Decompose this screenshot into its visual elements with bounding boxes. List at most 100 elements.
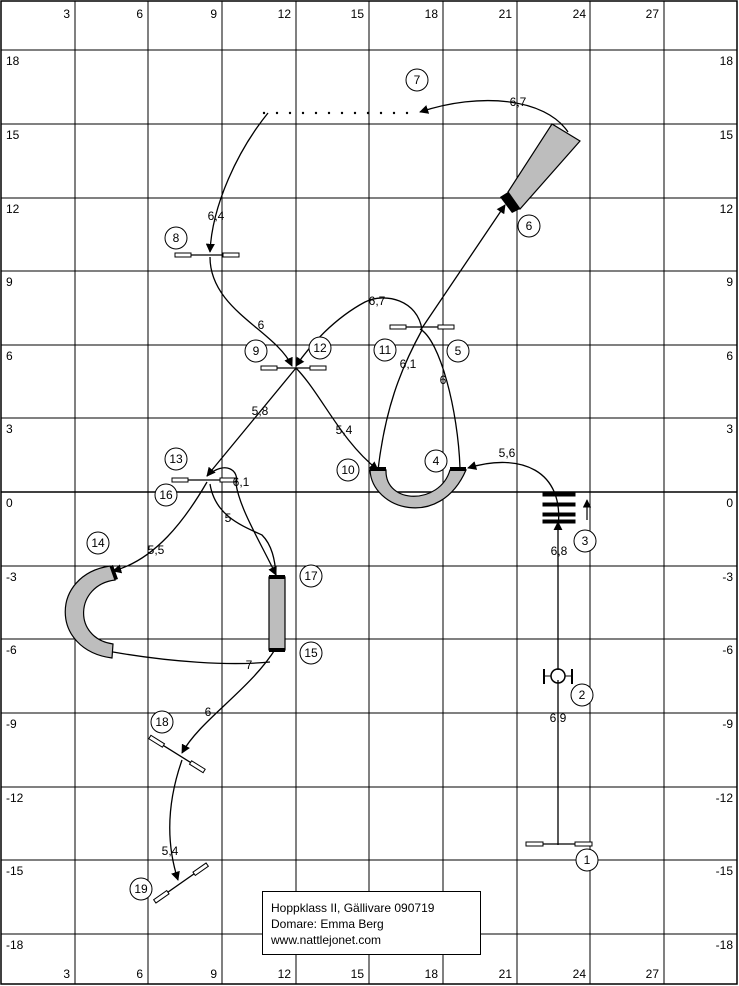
- svg-text:2: 2: [579, 688, 586, 702]
- y-tick-labels-right: 18 15 12 9 6 3 0 -3 -6 -9 -12 -15 -18: [716, 54, 734, 952]
- x-tick-label: 9: [210, 7, 217, 21]
- obstacle-number-13: 13: [164, 447, 188, 471]
- y-tick-label: -18: [716, 938, 734, 952]
- y-tick-label: 0: [6, 496, 13, 510]
- svg-text:7: 7: [414, 73, 421, 87]
- distance-label: 6,8: [551, 544, 568, 558]
- y-tick-label: 6: [6, 349, 13, 363]
- svg-text:14: 14: [91, 536, 105, 550]
- path-18-19: [169, 759, 183, 881]
- jump-5-11: [389, 324, 455, 330]
- svg-text:8: 8: [173, 231, 180, 245]
- path-5-6: [421, 204, 506, 329]
- path-16-14: [112, 481, 208, 574]
- jump-3-spread: [542, 492, 592, 524]
- distance-label: 6,1: [233, 475, 250, 489]
- path-6-7: [419, 99, 569, 133]
- y-tick-label: -9: [722, 717, 733, 731]
- x-tick-label: 18: [425, 7, 439, 21]
- x-tick-label: 12: [278, 7, 292, 21]
- y-tick-label: -15: [6, 864, 24, 878]
- obstacle-number-5: 5: [446, 339, 470, 363]
- distance-label: 5,6: [499, 446, 516, 460]
- obstacle-number-1: 1: [575, 848, 599, 872]
- distance-label: 6: [258, 318, 265, 332]
- jump-8: [174, 252, 240, 258]
- tunnel-15-17: [268, 575, 286, 652]
- y-tick-label: 9: [726, 275, 733, 289]
- obstacle-number-15: 15: [299, 641, 323, 665]
- distance-label: 6,1: [400, 357, 417, 371]
- svg-text:6: 6: [526, 219, 533, 233]
- distance-labels: 6,9 6,8 5,6 6 6,1 6,7 6,7 6,4 6 5,4 5,8 …: [148, 95, 568, 858]
- obstacle-7-dots: [262, 111, 409, 115]
- obstacle-number-2: 2: [570, 683, 594, 707]
- obstacle-number-8: 8: [164, 226, 188, 250]
- jump-1: [525, 841, 593, 847]
- path-8-9: [209, 256, 293, 367]
- svg-text:19: 19: [134, 882, 148, 896]
- tunnel-6-chute: [500, 123, 581, 213]
- distance-label: 5,4: [162, 844, 179, 858]
- y-tick-label: 15: [720, 128, 734, 142]
- distance-label: 6,7: [369, 294, 386, 308]
- y-tick-label: -9: [6, 717, 17, 731]
- obstacle-number-16: 16: [154, 483, 178, 507]
- y-tick-label: 18: [6, 54, 20, 68]
- distance-label: 6,7: [510, 95, 527, 109]
- distance-label: 6,4: [208, 209, 225, 223]
- svg-text:5: 5: [455, 344, 462, 358]
- x-tick-label: 24: [573, 967, 587, 981]
- obstacle-number-6: 6: [517, 214, 541, 238]
- y-tick-label: 0: [726, 496, 733, 510]
- y-tick-label: 18: [720, 54, 734, 68]
- x-tick-label: 6: [136, 967, 143, 981]
- obstacle-number-7: 7: [405, 68, 429, 92]
- distance-label: 7: [246, 658, 253, 672]
- path-14-15: [112, 651, 271, 665]
- y-tick-label: 15: [6, 128, 20, 142]
- path-7-8: [205, 112, 269, 253]
- x-tick-label: 18: [425, 967, 439, 981]
- y-tick-label: 12: [6, 202, 20, 216]
- y-tick-labels-left: 18 15 12 9 6 3 0 -3 -6 -9 -12 -15 -18: [6, 54, 24, 952]
- x-tick-label: 21: [499, 7, 513, 21]
- obstacle-number-17: 17: [299, 564, 323, 588]
- svg-text:1: 1: [584, 853, 591, 867]
- website-link[interactable]: www.nattlejonet.com: [271, 933, 382, 947]
- distance-label: 6: [440, 373, 447, 387]
- x-tick-label: 12: [278, 967, 292, 981]
- distance-label: 5: [225, 511, 232, 525]
- x-tick-label: 15: [351, 7, 365, 21]
- course-title: Hoppklass II, Gällivare 090719: [271, 901, 435, 915]
- path-16-17: [209, 483, 277, 576]
- svg-text:12: 12: [313, 341, 327, 355]
- obstacle-number-19: 19: [129, 877, 153, 901]
- obstacle-number-9: 9: [244, 339, 268, 363]
- y-tick-label: 6: [726, 349, 733, 363]
- path-4-5: [419, 328, 461, 469]
- tunnel-4-10: [369, 467, 467, 509]
- obstacle-number-11: 11: [373, 338, 397, 362]
- x-tick-label: 3: [63, 967, 70, 981]
- obstacle-number-4: 4: [424, 449, 448, 473]
- jump-19: [152, 862, 210, 904]
- distance-label: 5,8: [252, 404, 269, 418]
- path-13-17: [206, 467, 277, 576]
- x-tick-label: 9: [210, 967, 217, 981]
- svg-text:18: 18: [155, 715, 169, 729]
- svg-text:11: 11: [379, 343, 392, 357]
- x-tick-label: 15: [351, 967, 365, 981]
- x-tick-label: 27: [646, 967, 660, 981]
- path-9-10: [295, 367, 379, 471]
- y-tick-label: -15: [716, 864, 734, 878]
- distance-label: 5,4: [336, 423, 353, 437]
- jump-2-tire: [543, 668, 573, 684]
- y-tick-label: -3: [722, 570, 733, 584]
- x-tick-labels-bottom: 3 6 9 12 15 18 21 24 27: [63, 967, 659, 981]
- course-info-box: Hoppklass II, Gällivare 090719 Domare: E…: [262, 891, 481, 955]
- path-12-13: [206, 367, 297, 477]
- svg-text:10: 10: [341, 463, 355, 477]
